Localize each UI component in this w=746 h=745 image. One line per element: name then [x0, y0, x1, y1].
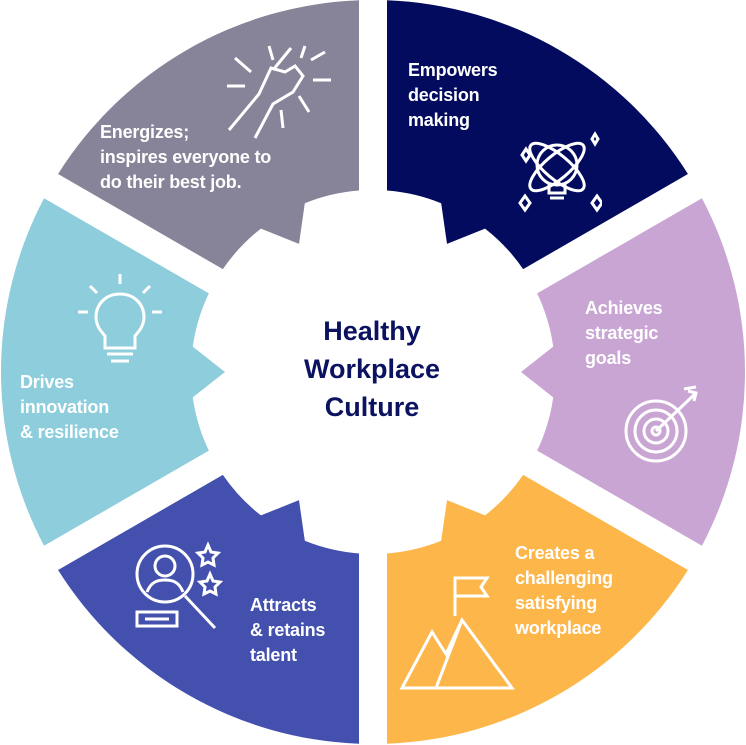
label-energizes: Energizes; inspires everyone to do their…	[100, 120, 271, 195]
label-line: & resilience	[20, 422, 119, 442]
label-attracts: Attracts & retains talent	[250, 593, 325, 668]
label-drives: Drives innovation & resilience	[20, 370, 119, 445]
label-line: decision	[408, 85, 480, 105]
label-line: & retains	[250, 620, 326, 640]
label-line: Achieves	[585, 298, 663, 318]
label-achieves: Achieves strategic goals	[585, 296, 663, 371]
high-five-icon	[227, 45, 331, 139]
segment-creates	[387, 474, 688, 744]
label-line: talent	[250, 645, 297, 665]
label-line: Energizes;	[100, 122, 190, 142]
label-line: challenging	[515, 568, 613, 588]
label-line: inspires everyone to	[100, 147, 272, 167]
label-line: Attracts	[250, 595, 317, 615]
segment-energizes	[58, 0, 360, 270]
center-title: Healthy Workplace Culture	[272, 312, 472, 426]
label-empowers: Empowers decision making	[408, 58, 498, 133]
talent-search-icon	[135, 541, 224, 630]
lightbulb-atom-icon	[518, 131, 602, 213]
label-line: strategic	[585, 323, 659, 343]
label-line: Creates a	[515, 543, 595, 563]
segment-attracts	[58, 474, 360, 744]
center-title-line: Culture	[324, 392, 420, 422]
label-line: Drives	[20, 372, 74, 392]
center-title-line: Workplace	[303, 354, 441, 384]
label-line: making	[408, 110, 470, 130]
center-title-line: Healthy	[323, 316, 421, 346]
label-line: goals	[585, 348, 632, 368]
mountain-flag-icon	[399, 576, 515, 690]
label-line: satisfying	[515, 593, 598, 613]
label-line: workplace	[515, 618, 602, 638]
label-creates: Creates a challenging satisfying workpla…	[515, 541, 613, 641]
label-line: do their best job.	[100, 172, 242, 192]
segment-achieves	[521, 198, 746, 546]
segment-empowers	[387, 0, 688, 270]
label-line: innovation	[20, 397, 109, 417]
target-arrow-icon	[624, 385, 698, 463]
segment-drives	[0, 198, 225, 546]
label-line: Empowers	[408, 60, 498, 80]
lightbulb-icon	[78, 274, 162, 363]
